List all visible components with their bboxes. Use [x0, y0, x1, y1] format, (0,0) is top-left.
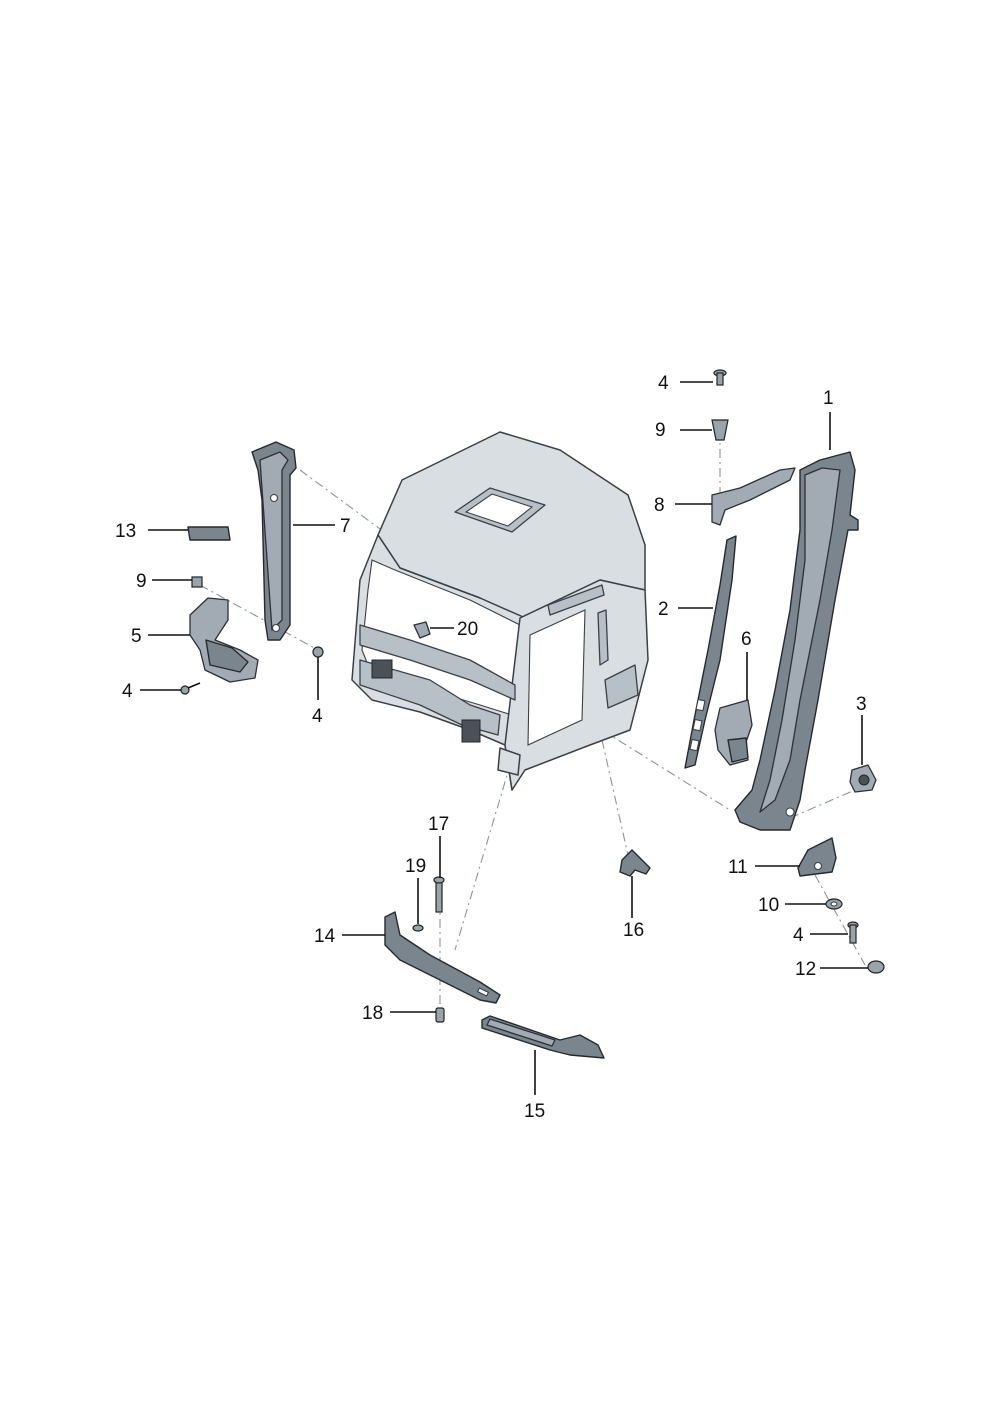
part-16-handle: [619, 849, 651, 877]
callout-3: 3: [856, 694, 867, 715]
part-2-pillar-strip: [684, 535, 737, 769]
callout-4-right: 4: [793, 925, 804, 946]
part-20-clip: [413, 621, 431, 639]
callout-16: 16: [623, 920, 644, 941]
callout-4-top: 4: [658, 373, 669, 394]
part-11-cover: [797, 837, 837, 877]
callout-5: 5: [131, 626, 142, 647]
callout-13: 13: [115, 521, 136, 542]
callout-1: 1: [823, 388, 834, 409]
callout-2: 2: [658, 599, 669, 620]
callout-14: 14: [314, 926, 336, 947]
part-7-pillar-trim: [251, 441, 297, 641]
part-14-sill-bracket: [384, 911, 501, 1004]
callout-20: 20: [457, 619, 478, 640]
callout-9-left: 9: [136, 571, 147, 592]
callout-7: 7: [340, 516, 351, 537]
callout-labels: 1 2 3 4 9 8 6 13 9 5 4 7 4 20 11 10 4 12…: [115, 373, 867, 1122]
callout-11: 11: [728, 857, 748, 878]
callout-19: 19: [405, 856, 426, 877]
callout-15: 15: [524, 1101, 545, 1122]
callout-4-mid: 4: [312, 706, 323, 727]
part-3-clip: [849, 764, 877, 793]
callout-9-top: 9: [655, 420, 666, 441]
callout-18: 18: [362, 1003, 383, 1024]
callout-6: 6: [741, 629, 752, 650]
part-5-bracket: [189, 597, 259, 683]
callout-12: 12: [795, 959, 816, 980]
callout-10: 10: [758, 895, 779, 916]
callout-17: 17: [428, 814, 449, 835]
part-8-bracket: [711, 467, 796, 526]
part-1-a-pillar-trim: [734, 451, 859, 831]
truck-cab-shell: [351, 431, 649, 791]
leader-lines: [140, 381, 868, 1095]
part-6-bracket: [714, 699, 753, 766]
part-13-clip: [187, 526, 231, 541]
callout-8: 8: [654, 495, 665, 516]
part-15-step-plate: [481, 1015, 605, 1059]
fasteners: [180, 369, 885, 1023]
callout-4-left: 4: [122, 681, 133, 702]
